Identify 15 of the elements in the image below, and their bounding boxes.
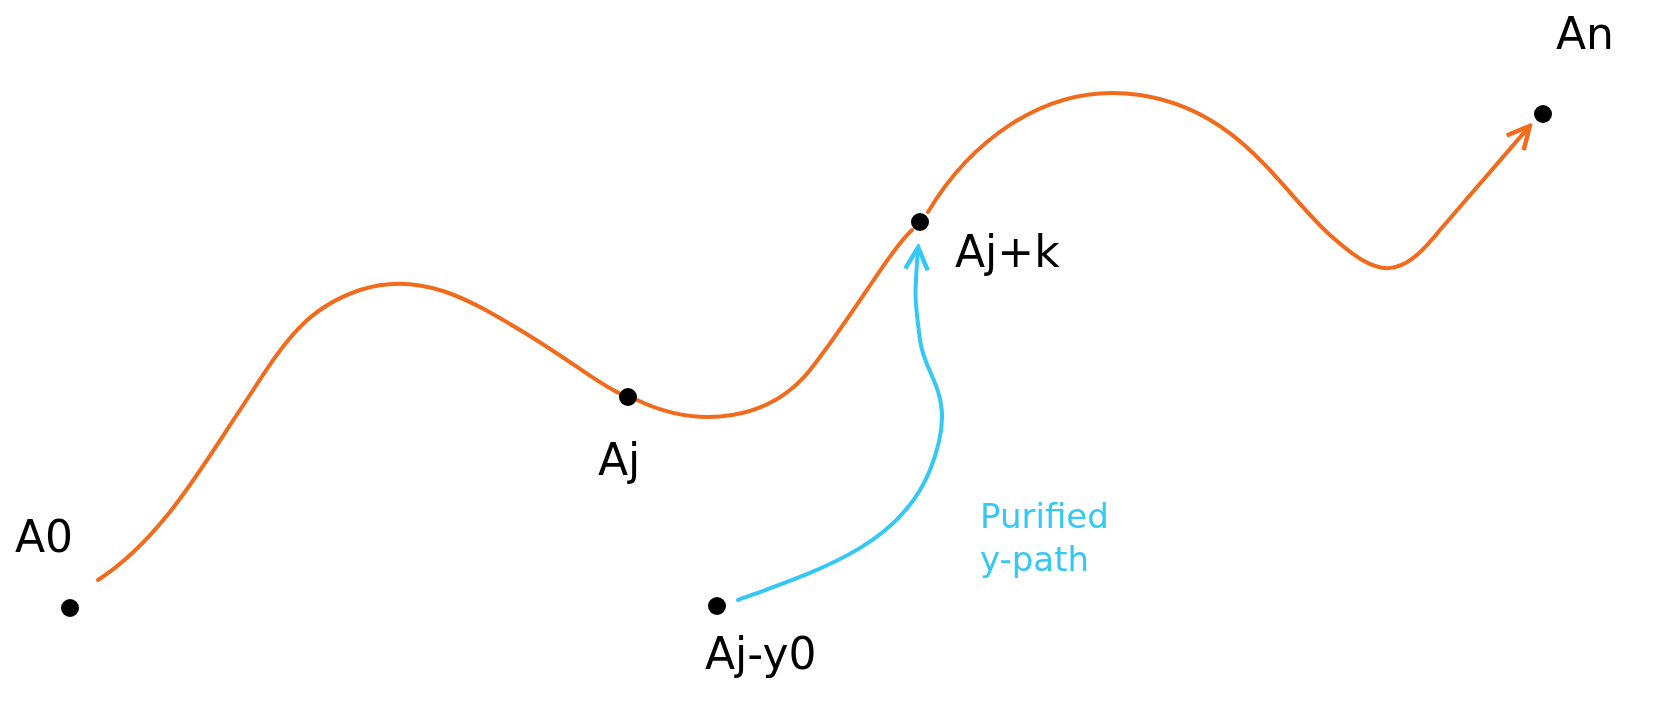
point-label: Aj: [598, 438, 641, 482]
point-dot: [619, 388, 637, 406]
point-dot: [61, 599, 79, 617]
point-label: Aj+k: [955, 230, 1060, 274]
point-label: A0: [15, 515, 74, 559]
arrow: [926, 90, 1533, 271]
point-dot: [911, 213, 929, 231]
point-dot: [708, 597, 726, 615]
point-label: Aj-y0: [705, 632, 817, 676]
edge-label: Purified y-path: [980, 495, 1110, 580]
point-label: An: [1556, 12, 1614, 56]
arrow: [736, 244, 944, 602]
path-line: [96, 281, 621, 582]
path-line: [635, 228, 914, 419]
point-dot: [1534, 105, 1552, 123]
